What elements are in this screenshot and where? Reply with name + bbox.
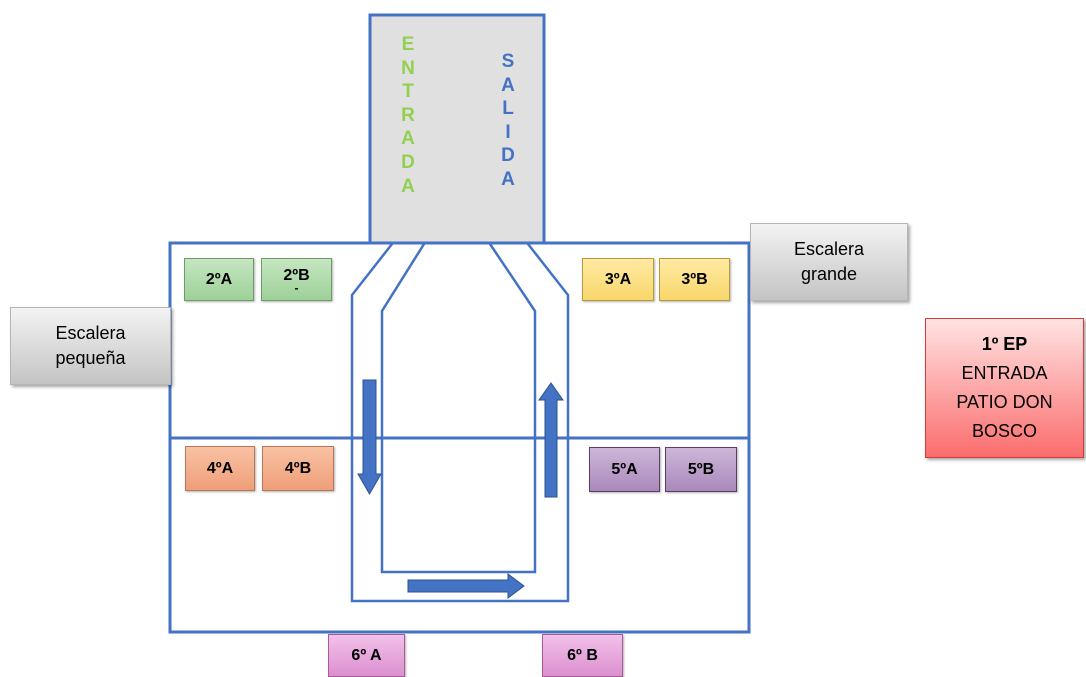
class-2a-tag: 2ºA	[184, 258, 254, 301]
entrada-letter: N	[401, 57, 415, 79]
class-2b-label: 2ºB	[283, 266, 310, 284]
class-6b-label: 6º B	[567, 646, 598, 664]
salida-letter: S	[501, 51, 515, 72]
small-staircase-label: Escalera pequeña	[10, 307, 171, 385]
ep-note-title: 1º EP	[981, 334, 1028, 354]
right-arrow	[407, 573, 525, 599]
class-3a-label: 3ºA	[604, 270, 632, 288]
salida-letter: D	[501, 145, 515, 167]
ep-note-line2: PATIO DON	[956, 392, 1053, 412]
class-4b-label: 4ºB	[284, 459, 312, 477]
inner-path-outline	[380, 243, 537, 574]
class-4a-label: 4ºA	[206, 459, 234, 477]
class-5b-tag: 5ºB	[665, 447, 737, 492]
big-staircase-line1: Escalera	[793, 239, 865, 259]
class-6a-label: 6º A	[351, 646, 382, 664]
entrada-label: E N T R A D A	[398, 33, 418, 198]
up-arrow	[538, 382, 564, 498]
entrada-letter: A	[401, 175, 415, 197]
big-staircase-label: Escalera grande	[750, 223, 908, 301]
entrada-letter: A	[401, 128, 415, 150]
ep-note-line3: BOSCO	[971, 421, 1037, 441]
small-staircase-line2: pequeña	[55, 348, 126, 368]
entrada-letter: T	[402, 81, 414, 103]
salida-letter: L	[502, 98, 514, 120]
class-3b-tag: 3ºB	[659, 258, 730, 301]
class-2b-mark: -	[294, 280, 299, 295]
entrada-letter: D	[401, 151, 415, 173]
first-grade-entrance-note: 1º EP ENTRADA PATIO DON BOSCO	[925, 318, 1084, 458]
ep-note-line1: ENTRADA	[961, 363, 1048, 383]
small-staircase-line1: Escalera	[55, 323, 126, 343]
outer-path-outline	[350, 243, 570, 603]
entrada-letter: E	[401, 34, 415, 55]
class-6b-tag: 6º B	[542, 634, 623, 677]
class-5b-label: 5ºB	[687, 460, 715, 478]
class-4a-tag: 4ºA	[185, 446, 255, 491]
class-4b-tag: 4ºB	[262, 446, 334, 491]
down-arrow	[357, 379, 382, 496]
class-2b-tag: 2ºB -	[261, 258, 332, 301]
class-6a-tag: 6º A	[328, 634, 405, 677]
entrance-corridor	[368, 13, 546, 245]
class-5a-tag: 5ºA	[589, 447, 660, 492]
big-staircase-line2: grande	[800, 264, 858, 284]
entrada-letter: R	[401, 104, 415, 126]
class-3a-tag: 3ºA	[582, 258, 654, 301]
salida-label: S A L I D A	[498, 50, 518, 192]
class-3b-label: 3ºB	[681, 270, 708, 288]
salida-letter: A	[501, 74, 515, 96]
class-2a-label: 2ºA	[205, 270, 233, 288]
salida-letter: I	[505, 121, 511, 143]
class-5a-label: 5ºA	[611, 460, 638, 478]
salida-letter: A	[501, 168, 515, 190]
